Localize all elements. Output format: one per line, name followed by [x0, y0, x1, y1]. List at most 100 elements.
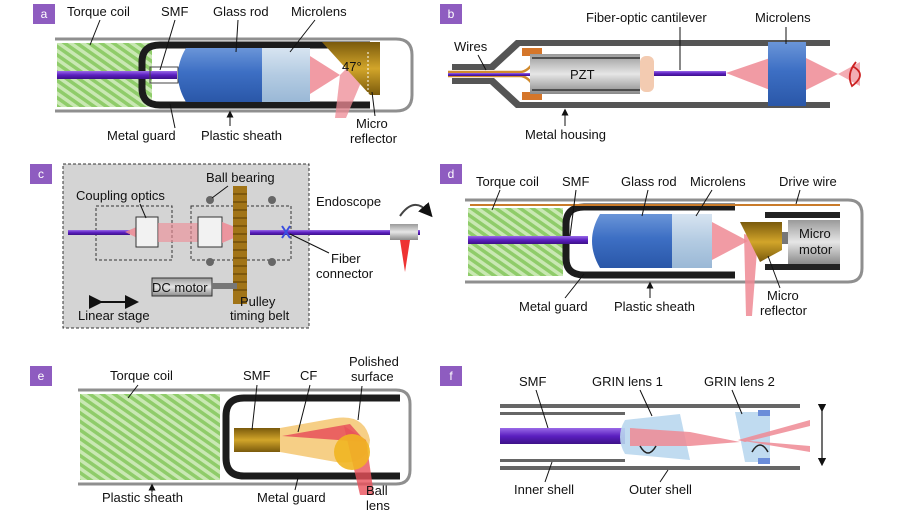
label-outer-shell: Outer shell	[629, 482, 692, 497]
lens-mount-top	[758, 410, 770, 416]
pzt-tube	[530, 54, 640, 94]
panel-f-tag-label: f	[449, 369, 453, 383]
label-glass-rod-d: Glass rod	[621, 174, 677, 189]
label-micro-d: Micro	[767, 288, 799, 303]
panel-d-tag-label: d	[448, 167, 455, 181]
micro-reflector	[322, 42, 380, 95]
panel-d: d Micro motor Torque coil SMF Glass rod …	[440, 164, 864, 318]
label-connector: connector	[316, 266, 374, 281]
metal-guard-e	[222, 394, 400, 480]
leader-drive-wire	[795, 189, 801, 205]
lens-mount-bottom	[758, 458, 770, 464]
label-smf-e: SMF	[243, 368, 271, 383]
leader-coupling-optics	[139, 203, 147, 219]
panel-c-tag	[30, 164, 52, 184]
microlens-b	[768, 42, 806, 106]
label-plastic-sheath: Plastic sheath	[201, 128, 282, 143]
label-glass-rod: Glass rod	[213, 4, 269, 19]
label-timing-belt: timing belt	[230, 308, 290, 323]
leader-torque-coil-e	[127, 384, 139, 399]
leader-glass-rod-d	[641, 189, 649, 217]
label-micro-motor-2: motor	[799, 242, 833, 257]
ball-lens	[334, 434, 370, 470]
rotation-arrow-f2-icon	[751, 444, 769, 453]
panel-e-tag	[30, 366, 52, 386]
output-beam	[400, 240, 410, 272]
leader-micro-reflector	[371, 91, 376, 117]
label-pulley: Pulley	[240, 294, 276, 309]
panel-a-tag	[33, 4, 55, 24]
label-smf-d: SMF	[562, 174, 590, 189]
panel-e-tag-label: e	[38, 369, 45, 383]
label-metal-housing: Metal housing	[525, 127, 606, 142]
leader-metal-guard	[169, 103, 176, 129]
rotating-fiber	[250, 230, 420, 235]
leader-microlens	[289, 19, 316, 53]
leader-cf	[297, 384, 311, 433]
collimator-1	[135, 216, 159, 248]
leader-ball-bearing	[211, 185, 229, 199]
label-plastic-sheath-d: Plastic sheath	[614, 299, 695, 314]
beam	[310, 56, 340, 94]
leader-outer-shell	[659, 469, 669, 483]
leader-metal-guard-d	[564, 273, 585, 299]
torque-coil-e	[80, 394, 220, 480]
label-linear-stage: Linear stage	[78, 308, 150, 323]
label-ball: Ball	[366, 483, 388, 498]
label-metal-guard-d: Metal guard	[519, 299, 588, 314]
panel-f-tag	[440, 366, 462, 386]
micro-reflector-d	[740, 222, 782, 262]
panel-d-tag	[440, 164, 462, 184]
label-microlens: Microlens	[291, 4, 347, 19]
leader-metal-guard-e	[294, 477, 299, 491]
angle-label: 47°	[342, 59, 362, 74]
label-ball-bearing: Ball bearing	[206, 170, 275, 185]
label-micro: Micro	[356, 116, 388, 131]
label-fiber-optic-cantilever: Fiber-optic cantilever	[586, 10, 707, 25]
ball-bearing-3	[268, 196, 276, 204]
leader-torque-coil-d	[491, 189, 501, 211]
smf-ferrule-e	[234, 428, 280, 452]
motor-mount-bottom	[765, 264, 840, 270]
leader-grin-lens-1	[639, 389, 653, 417]
label-plastic-sheath-e: Plastic sheath	[102, 490, 183, 505]
beam-f-down	[738, 440, 810, 452]
label-polished: Polished	[349, 354, 399, 369]
panel-c: c DC motor Linear stage	[30, 163, 433, 329]
motor-shaft-d	[782, 232, 788, 244]
leader-polished-surface	[357, 385, 363, 421]
leader-fiber-connector	[289, 233, 330, 254]
leader-smf-f	[535, 389, 549, 429]
leader-smf-d	[569, 189, 577, 237]
label-lens: lens	[366, 498, 390, 513]
label-torque-coil-d: Torque coil	[476, 174, 539, 189]
leader-smf	[159, 19, 176, 71]
pzt-endcap	[640, 56, 654, 92]
label-smf: SMF	[161, 4, 189, 19]
label-inner-shell: Inner shell	[514, 482, 574, 497]
beam-f	[630, 428, 740, 446]
label-reflector: reflector	[350, 131, 398, 146]
beam-converge	[806, 58, 838, 90]
inner-shell-top	[500, 412, 625, 415]
label-grin-lens-2: GRIN lens 2	[704, 374, 775, 389]
ball-bearing-4	[268, 258, 276, 266]
label-reflector-d: reflector	[760, 303, 808, 318]
ball-bearing-2	[206, 258, 214, 266]
rotation-arrow-f1-icon	[639, 445, 657, 454]
leader-glass-rod	[235, 19, 239, 53]
leader-inner-shell	[544, 461, 553, 483]
panel-a-tag-label: a	[41, 7, 48, 21]
pulley-teeth	[233, 193, 247, 291]
label-cf: CF	[300, 368, 317, 383]
outer-shell-top	[500, 404, 800, 408]
endoscope-tip	[390, 224, 418, 240]
beam-in	[726, 58, 770, 90]
fiber-optic-cantilever	[654, 71, 726, 76]
collimator-2	[197, 216, 223, 248]
leader-grin-lens-2	[731, 389, 743, 415]
label-smf-f: SMF	[519, 374, 547, 389]
input-fiber-c	[68, 230, 130, 235]
label-drive-wire: Drive wire	[779, 174, 837, 189]
label-torque-coil-e: Torque coil	[110, 368, 173, 383]
